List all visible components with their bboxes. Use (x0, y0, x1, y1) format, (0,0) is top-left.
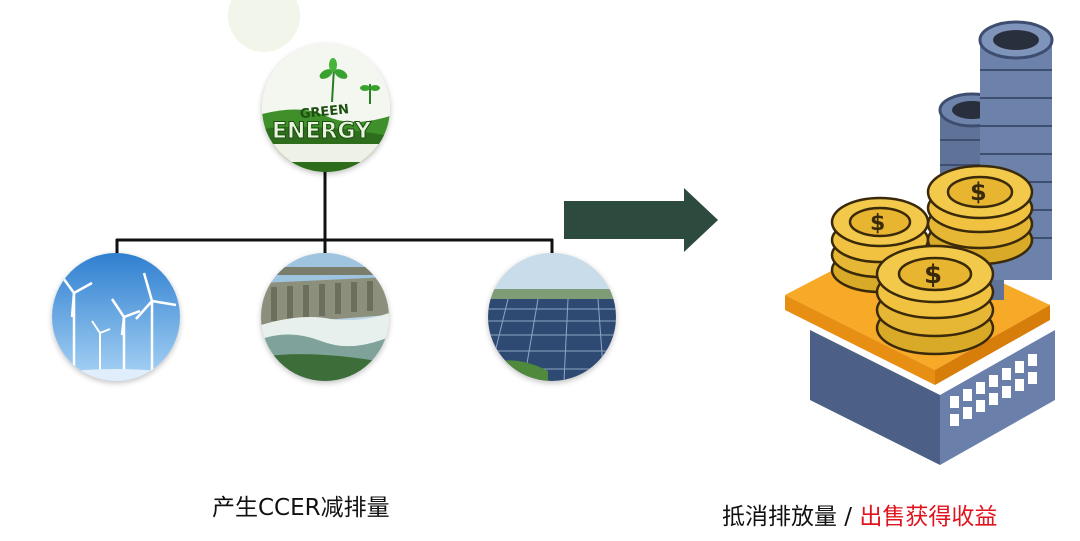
left-caption: 产生CCER减排量 (212, 495, 390, 521)
wind-power-node (52, 253, 180, 381)
offset-text: 抵消排放量 / (722, 504, 860, 530)
wind-turbine-icon (52, 253, 180, 381)
coin-factory-icon: $ $ $ (785, 20, 1055, 465)
green-text: GREEN (299, 102, 350, 122)
solar-panel-icon (488, 253, 616, 381)
svg-text:$: $ (924, 260, 942, 290)
right-arrow-icon (564, 188, 718, 252)
hydro-dam-icon (261, 253, 389, 381)
green-energy-icon: GREEN ENERGY (262, 44, 390, 172)
svg-text:$: $ (970, 178, 987, 206)
hydro-power-node (261, 253, 389, 381)
sell-revenue-text: 出售获得收益 (859, 504, 998, 530)
solar-power-node (488, 253, 616, 381)
green-energy-node: GREEN ENERGY (262, 44, 390, 172)
svg-text:$: $ (870, 211, 885, 236)
energy-text: ENERGY (272, 119, 372, 144)
right-caption: 抵消排放量 / 出售获得收益 (722, 497, 997, 531)
